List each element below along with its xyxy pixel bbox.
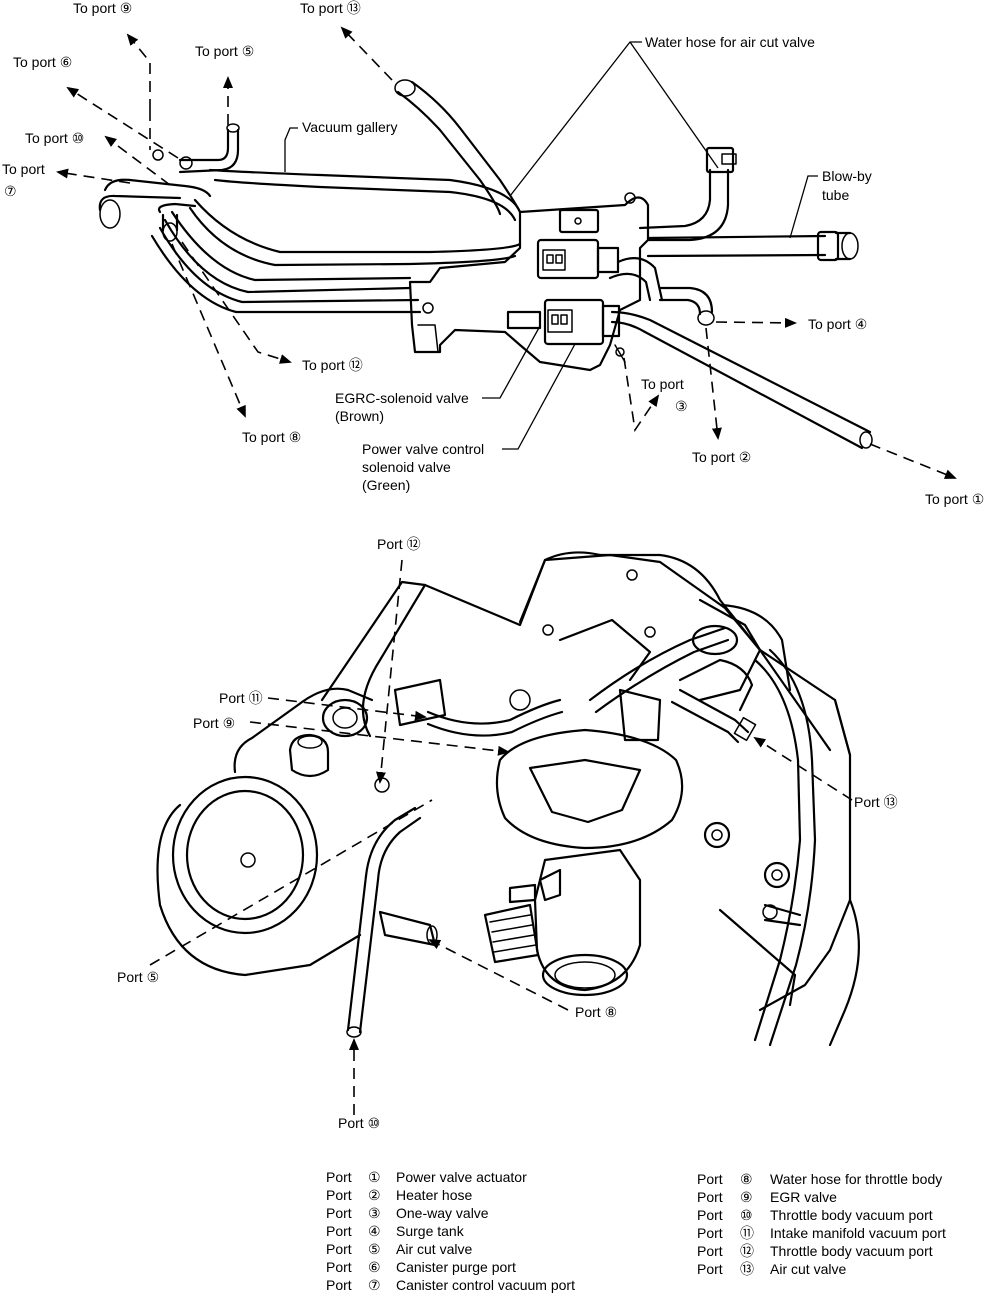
- legend-port-label: Port: [697, 1261, 723, 1277]
- label-to-port-6: To port ⑥: [13, 54, 72, 70]
- label-port-9: Port ⑨: [193, 715, 235, 731]
- legend-port-label: Port: [326, 1223, 352, 1239]
- legend-port-number: ⑥: [368, 1259, 381, 1275]
- legend-port-description: EGR valve: [770, 1189, 837, 1205]
- label-blow-by-line1: Blow-by: [822, 168, 872, 184]
- legend-port-number: ⑩: [740, 1207, 753, 1223]
- legend-left-column: Port ① Power valve actuator Port ② Heate…: [326, 1169, 575, 1293]
- legend-port-description: Heater hose: [396, 1187, 472, 1203]
- legend-port-label: Port: [326, 1205, 352, 1221]
- label-pvc-line2: solenoid valve: [362, 459, 451, 475]
- legend-port-label: Port: [326, 1241, 352, 1257]
- legend-port-number: ⑨: [740, 1189, 753, 1205]
- label-blow-by-line2: tube: [822, 187, 849, 203]
- legend-port-description: Intake manifold vacuum port: [770, 1225, 946, 1241]
- legend-port-label: Port: [697, 1225, 723, 1241]
- label-egrc-line2: (Brown): [335, 408, 384, 424]
- legend-port-description: Power valve actuator: [396, 1169, 527, 1185]
- bottom-labels: Port ⑫ Port ⑪ Port ⑨ Port ⑬ Port ⑤ Port …: [117, 536, 898, 1131]
- label-port-8: Port ⑧: [575, 1004, 617, 1020]
- label-pvc-line1: Power valve control: [362, 441, 484, 457]
- bottom-dashed-leaders: [149, 559, 853, 1115]
- legend-port-label: Port: [697, 1171, 723, 1187]
- legend-port-number: ①: [368, 1169, 381, 1185]
- port-legend: Port ① Power valve actuator Port ② Heate…: [326, 1169, 946, 1293]
- legend-port-description: Water hose for throttle body: [770, 1171, 942, 1187]
- label-to-port-3-line2: ③: [675, 398, 688, 414]
- label-port-13: Port ⑬: [854, 794, 898, 810]
- legend-port-number: ⑫: [740, 1243, 754, 1259]
- legend-port-number: ⑤: [368, 1241, 381, 1257]
- legend-port-description: One-way valve: [396, 1205, 489, 1221]
- label-port-11: Port ⑪: [219, 690, 263, 706]
- legend-port-description: Surge tank: [396, 1223, 465, 1239]
- label-to-port-8: To port ⑧: [242, 429, 301, 445]
- legend-port-number: ④: [368, 1223, 381, 1239]
- legend-port-number: ⑦: [368, 1277, 381, 1293]
- label-water-hose: Water hose for air cut valve: [645, 34, 815, 50]
- legend-port-description: Throttle body vacuum port: [770, 1207, 933, 1223]
- legend-port-number: ⑬: [740, 1261, 754, 1277]
- legend-port-description: Canister purge port: [396, 1259, 516, 1275]
- label-vacuum-gallery: Vacuum gallery: [302, 119, 397, 135]
- label-to-port-12: To port ⑫: [302, 357, 363, 373]
- label-pvc-line3: (Green): [362, 477, 410, 493]
- legend-port-number: ⑧: [740, 1171, 753, 1187]
- legend-port-label: Port: [326, 1187, 352, 1203]
- label-to-port-4: To port ④: [808, 316, 867, 332]
- label-to-port-2: To port ②: [692, 449, 751, 465]
- label-to-port-10: To port ⑩: [25, 130, 84, 146]
- label-to-port-7-line1: To port: [2, 161, 45, 177]
- legend-port-label: Port: [326, 1277, 352, 1293]
- label-to-port-13: To port ⑬: [300, 0, 361, 16]
- label-to-port-7-line2: ⑦: [4, 183, 17, 199]
- top-dashed-leaders: [56, 26, 957, 479]
- engine-throttle-view: [156, 551, 860, 1047]
- legend-port-number: ③: [368, 1205, 381, 1221]
- legend-port-label: Port: [697, 1189, 723, 1205]
- top-labels: To port ⑨ To port ⑬ To port ⑤ To port ⑥ …: [2, 0, 984, 507]
- label-to-port-1: To port ①: [925, 491, 984, 507]
- vacuum-gallery-assembly: [98, 79, 873, 450]
- legend-right-column: Port ⑧ Water hose for throttle body Port…: [697, 1171, 946, 1277]
- label-to-port-5: To port ⑤: [195, 43, 254, 59]
- legend-port-label: Port: [697, 1207, 723, 1223]
- label-egrc-line1: EGRC-solenoid valve: [335, 390, 469, 406]
- label-to-port-3-line1: To port: [641, 376, 684, 392]
- legend-port-description: Throttle body vacuum port: [770, 1243, 933, 1259]
- legend-port-label: Port: [326, 1259, 352, 1275]
- label-port-10: Port ⑩: [338, 1115, 380, 1131]
- top-callout-leaders: [284, 41, 818, 450]
- legend-port-label: Port: [697, 1243, 723, 1259]
- legend-port-number: ⑪: [740, 1225, 754, 1241]
- label-port-5: Port ⑤: [117, 969, 159, 985]
- legend-port-description: Canister control vacuum port: [396, 1277, 575, 1293]
- label-to-port-9: To port ⑨: [73, 0, 132, 16]
- legend-port-description: Air cut valve: [770, 1261, 846, 1277]
- legend-port-number: ②: [368, 1187, 381, 1203]
- legend-port-label: Port: [326, 1169, 352, 1185]
- legend-port-description: Air cut valve: [396, 1241, 472, 1257]
- label-port-12: Port ⑫: [377, 536, 421, 552]
